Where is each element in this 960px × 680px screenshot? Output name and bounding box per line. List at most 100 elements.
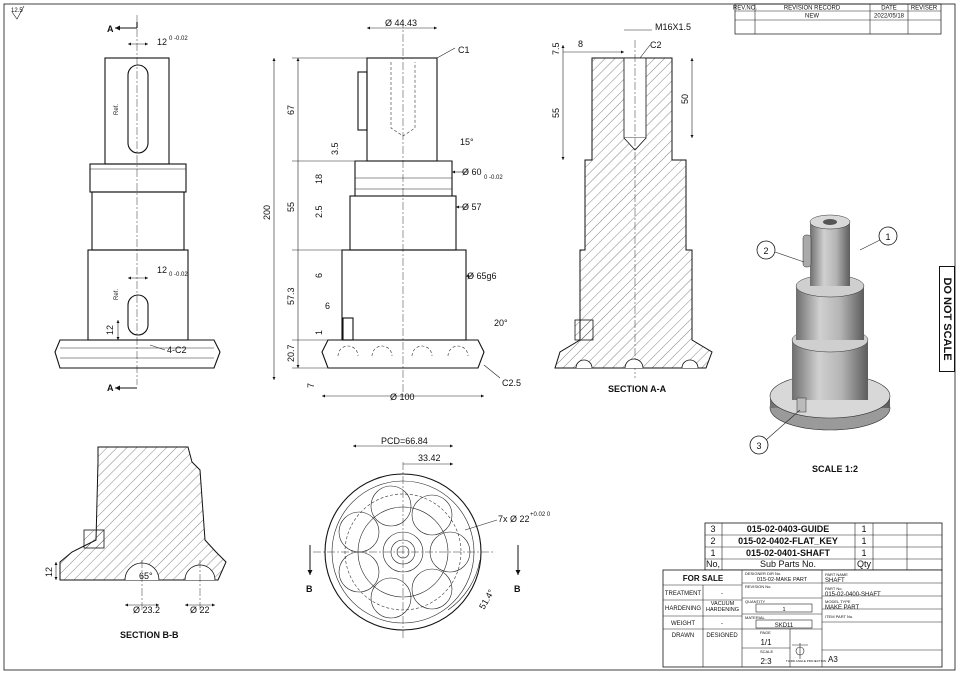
dim-holes: 7x Ø 22: [498, 514, 530, 524]
section-arrow-a-top: A: [107, 24, 114, 34]
dim-h207: 20.7: [286, 344, 296, 362]
dim-d4443: Ø 44.43: [385, 18, 417, 28]
section-bb-view: 65° Ø 23.2 Ø 22 12 SECTION B-B: [44, 446, 227, 640]
rev-header-no: REV.NO.: [733, 6, 757, 12]
tb-weight-label: WEIGHT: [671, 621, 695, 627]
svg-text:12.5: 12.5: [11, 8, 23, 14]
tb-drawn-label: DRAWN: [672, 633, 694, 639]
tb-weight-value: -: [721, 621, 723, 627]
dim-h573: 57.3: [286, 287, 296, 305]
tb-part-name-value: SHAFT: [825, 578, 845, 584]
surface-roughness-note: 12.5: [11, 5, 25, 20]
svg-text:+0.02 0: +0.02 0: [530, 512, 551, 518]
dim-h55b: 55: [551, 108, 561, 118]
dim-d65g6: Ø 65g6: [467, 271, 497, 281]
dim-h50: 50: [680, 94, 690, 104]
side-view: 200 67 55 57.3 20.7 7 3.5 18 2.5 6 6 1 Ø…: [262, 18, 521, 402]
bom-header-no: No,: [706, 559, 720, 569]
tb-page-value: 1/1: [760, 638, 772, 647]
dim-w6: 6: [325, 301, 330, 311]
dim-d232: Ø 23.2: [133, 605, 160, 615]
bom-row-1-name: 015-02-0401-SHAFT: [746, 548, 831, 558]
dim-step-12: 12: [105, 325, 115, 335]
bom-header-name: Sub Parts No.: [760, 559, 816, 569]
tb-page-label: PAGE: [760, 630, 771, 635]
tb-treatment-value: -: [721, 591, 723, 597]
front-view: A A 12 0 -0.02 12 0 -0.02 12 4-C2 Ref. R…: [54, 15, 221, 393]
dim-h75: 7.5: [551, 42, 561, 55]
dim-c25: C2.5: [502, 378, 521, 388]
tb-quantity-label: QUANTITY: [745, 599, 766, 604]
bom-row-1-no: 1: [710, 548, 715, 558]
tb-part-name-label: PART NAME: [825, 572, 848, 577]
do-not-scale-stamp: DO NOT SCALE: [939, 266, 955, 372]
section-aa-view: SECTION A-A M16X1.5 8 C2 7.5 55 50: [551, 22, 713, 394]
dim-h35: 3.5: [330, 142, 340, 155]
tb-part-no-label: PART No.: [825, 586, 843, 591]
bom-table: 3 015-02-0403-GUIDE 1 2 015-02-0402-FLAT…: [704, 522, 943, 571]
title-block: FOR SALE TREATMENT - HARDENING VACUUM HA…: [662, 569, 943, 668]
bom-row-3-name: 015-02-0403-GUIDE: [747, 524, 830, 534]
svg-text:0 -0.02: 0 -0.02: [169, 36, 188, 42]
dim-h7: 7: [306, 383, 316, 388]
rev-header-date: DATE: [881, 6, 897, 12]
tb-treatment-label: TREATMENT: [665, 591, 702, 597]
section-arrow-b-right: B: [514, 584, 521, 594]
dim-overall-height: 200: [262, 205, 272, 220]
svg-text:0 -0.02: 0 -0.02: [484, 175, 503, 181]
rev-header-reviser: REVISER: [911, 6, 938, 12]
dim-keyway-width-top: 12: [157, 37, 167, 47]
tb-quantity-value: 1: [782, 607, 785, 613]
svg-text:Ref.: Ref.: [114, 289, 120, 300]
section-arrow-b-left: B: [306, 584, 313, 594]
balloon-1: 1: [885, 232, 890, 242]
tb-for-sale: FOR SALE: [683, 574, 724, 583]
dim-c2: C2: [650, 40, 662, 50]
tb-item-part-label: ITEM PART No.: [825, 614, 853, 619]
bottom-view: B B PCD=66.84 33.42 7x Ø 22 +0.02 0 51.4…: [306, 436, 551, 640]
tb-model-type-value: MAKE PART: [825, 605, 859, 611]
isometric-view: SCALE 1:2 1 2 3: [749, 214, 898, 474]
section-aa-label: SECTION A-A: [608, 384, 667, 394]
svg-text:THIRD ANGLE PROJECTION: THIRD ANGLE PROJECTION: [786, 659, 826, 663]
rev-record: NEW: [805, 14, 819, 20]
section-bb-label: SECTION B-B: [120, 630, 179, 640]
dim-d100: Ø 100: [390, 392, 415, 402]
dim-d60: Ø 60: [462, 167, 482, 177]
bom-row-1-qty: 1: [861, 548, 866, 558]
section-arrow-a-bottom: A: [107, 383, 114, 393]
dim-h1: 1: [314, 330, 324, 335]
dim-w8: 8: [578, 39, 583, 49]
dim-v12b: 12: [44, 567, 54, 577]
bom-row-2-qty: 1: [861, 536, 866, 546]
tb-design-dir-value: 015-02-MAKE PART: [757, 577, 808, 583]
projection-symbol: [792, 643, 808, 659]
dim-m16: M16X1.5: [655, 22, 691, 32]
tb-hardening-label: HARDENING: [665, 606, 701, 612]
dim-h18: 18: [314, 174, 324, 184]
dim-d57: Ø 57: [462, 202, 482, 212]
bom-header-qty: Qty: [857, 559, 872, 569]
svg-text:0 -0.02: 0 -0.02: [169, 272, 188, 278]
tb-material-value: SKD11: [775, 623, 794, 629]
rev-date: 2022/05/18: [874, 14, 905, 20]
dim-keyway-width-bottom: 12: [157, 265, 167, 275]
dim-h25: 2.5: [314, 205, 324, 218]
balloon-2: 2: [763, 246, 768, 256]
dim-pcd: PCD=66.84: [381, 436, 428, 446]
tb-material-label: MATERIAL: [745, 615, 765, 620]
balloon-3: 3: [756, 441, 761, 451]
tb-model-type-label: MODEL TYPE: [825, 599, 851, 604]
tb-scale-value: 2:3: [760, 657, 772, 666]
dim-d22: Ø 22: [190, 605, 210, 615]
dim-chamfer-4c2: 4-C2: [167, 345, 187, 355]
dim-h6: 6: [314, 273, 324, 278]
tb-revision-label: REVISION No.: [745, 584, 771, 589]
dim-h55: 55: [286, 202, 296, 212]
dim-c1: C1: [458, 45, 470, 55]
tb-part-no-value: 015-02-0400-SHAFT: [825, 592, 881, 598]
dim-angle-514: 51.4°: [477, 587, 496, 611]
svg-text:Ref.: Ref.: [114, 104, 120, 115]
tb-design-dir-label: DESIGNER DIR No.: [745, 571, 781, 576]
